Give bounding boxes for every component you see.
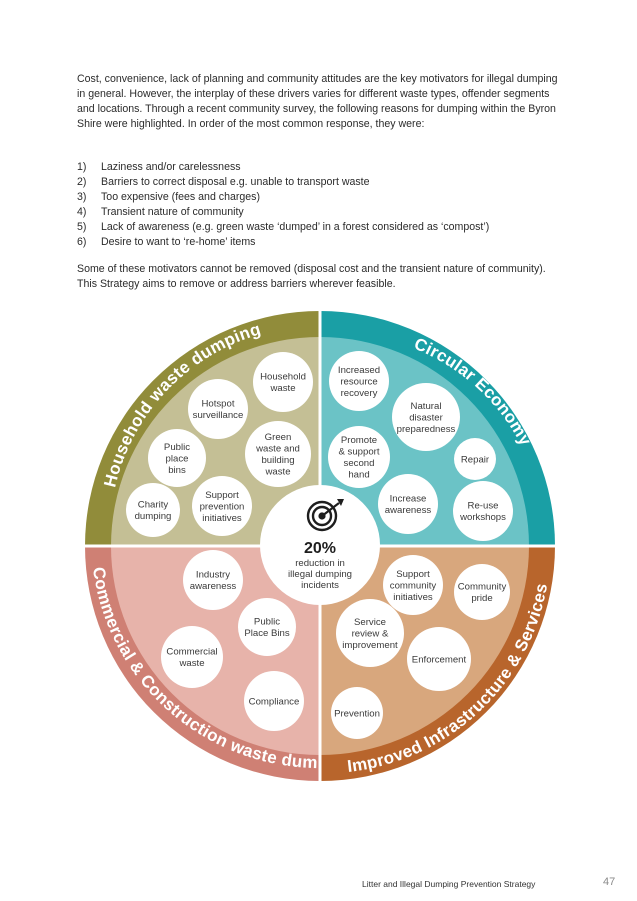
bubble-infrastructure: Prevention <box>331 687 383 739</box>
list-item: 6)Desire to want to ‘re-home’ items <box>77 236 256 248</box>
bubble-circular: Repair <box>454 438 496 480</box>
bubble-circle <box>183 550 243 610</box>
outro-paragraph: Some of these motivators cannot be remov… <box>77 263 546 290</box>
bubble-commercial: Compliance <box>244 671 304 731</box>
bubble-circle <box>383 555 443 615</box>
bubble-circle <box>328 426 390 488</box>
bubble-circle <box>253 352 313 412</box>
bubble-circle <box>454 564 510 620</box>
bubble-circle <box>244 671 304 731</box>
bubble-infrastructure: Enforcement <box>407 627 471 691</box>
footer-title: Litter and Illegal Dumping Prevention St… <box>362 879 536 889</box>
bubble-label: Repair <box>461 454 490 465</box>
center-value: 20% <box>304 540 336 557</box>
bubble-circle <box>188 379 248 439</box>
intro-paragraph: Cost, convenience, lack of planning and … <box>77 73 558 130</box>
list-item: 3)Too expensive (fees and charges) <box>77 191 260 203</box>
bubble-circle <box>453 481 513 541</box>
target-icon <box>306 499 344 532</box>
bubble-circle <box>331 687 383 739</box>
bubble-circle <box>407 627 471 691</box>
list-item: 1)Laziness and/or carelessness <box>77 161 241 173</box>
bubble-circle <box>378 474 438 534</box>
center-circle <box>260 485 380 605</box>
bubble-label: Prevention <box>334 708 380 719</box>
bubble-circle <box>329 351 389 411</box>
bubble-circle <box>126 483 180 537</box>
bubble-circle <box>192 476 252 536</box>
bubble-label: Enforcement <box>412 654 467 665</box>
list-item: 4)Transient nature of community <box>77 206 244 218</box>
bubble-label: Compliance <box>249 696 300 707</box>
bubble-circle <box>454 438 496 480</box>
bubble-circle <box>148 429 206 487</box>
bubble-circle <box>245 421 311 487</box>
bubble-circle <box>336 599 404 667</box>
bubble-circle <box>392 383 460 451</box>
list-item: 2)Barriers to correct disposal e.g. unab… <box>77 176 370 188</box>
bubble-circle <box>238 598 296 656</box>
list-item: 5)Lack of awareness (e.g. green waste ‘d… <box>77 221 490 233</box>
reasons-list: 1)Laziness and/or carelessness 2)Barrier… <box>77 160 563 250</box>
bubble-circle <box>161 626 223 688</box>
page-number: 47 <box>603 876 616 888</box>
